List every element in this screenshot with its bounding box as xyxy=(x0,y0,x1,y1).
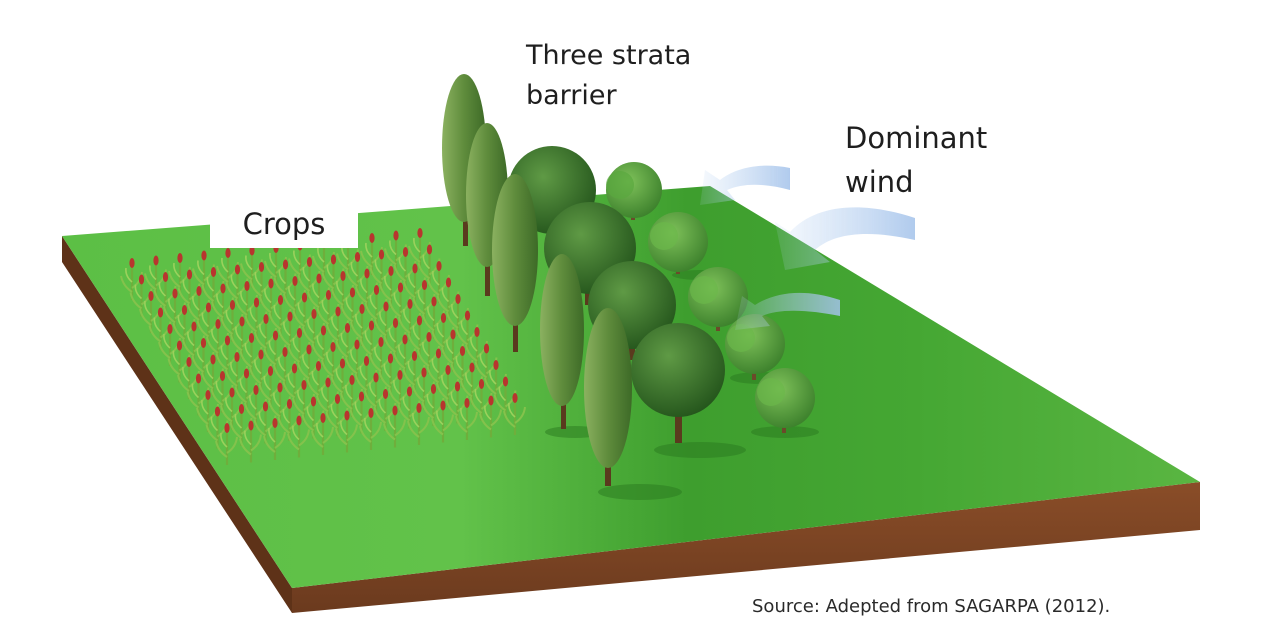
shrub-icon xyxy=(755,368,815,433)
wind-label-line-1: Dominant xyxy=(845,121,988,155)
poplar-row xyxy=(442,74,632,486)
poplar-tree-icon xyxy=(584,308,632,486)
wind-arrow-icon xyxy=(735,292,840,330)
barrier-label-line-1: Three strata xyxy=(526,40,692,71)
poplar-tree-icon xyxy=(492,174,538,352)
wind-label: Dominant wind xyxy=(845,116,987,204)
wind-arrow-icon xyxy=(775,207,915,270)
crops-label: Crops xyxy=(210,200,358,248)
broadleaf-tree-icon xyxy=(631,323,725,443)
wind-arrows xyxy=(700,165,915,330)
shrub-row xyxy=(606,162,815,433)
shrub-icon xyxy=(648,212,708,274)
soil-front-side xyxy=(292,482,1200,613)
barrier-label: Three strata barrier xyxy=(526,36,691,116)
broadleaf-row xyxy=(508,146,725,443)
wind-label-line-2: wind xyxy=(845,165,914,199)
wind-arrow-icon xyxy=(700,165,790,205)
barrier-label-line-2: barrier xyxy=(526,80,617,111)
source-caption: Source: Adepted from SAGARPA (2012). xyxy=(752,596,1111,617)
shrub-icon xyxy=(688,267,748,331)
poplar-tree-icon xyxy=(540,254,584,429)
soil-left-side xyxy=(62,236,292,613)
shrub-icon xyxy=(606,162,662,220)
